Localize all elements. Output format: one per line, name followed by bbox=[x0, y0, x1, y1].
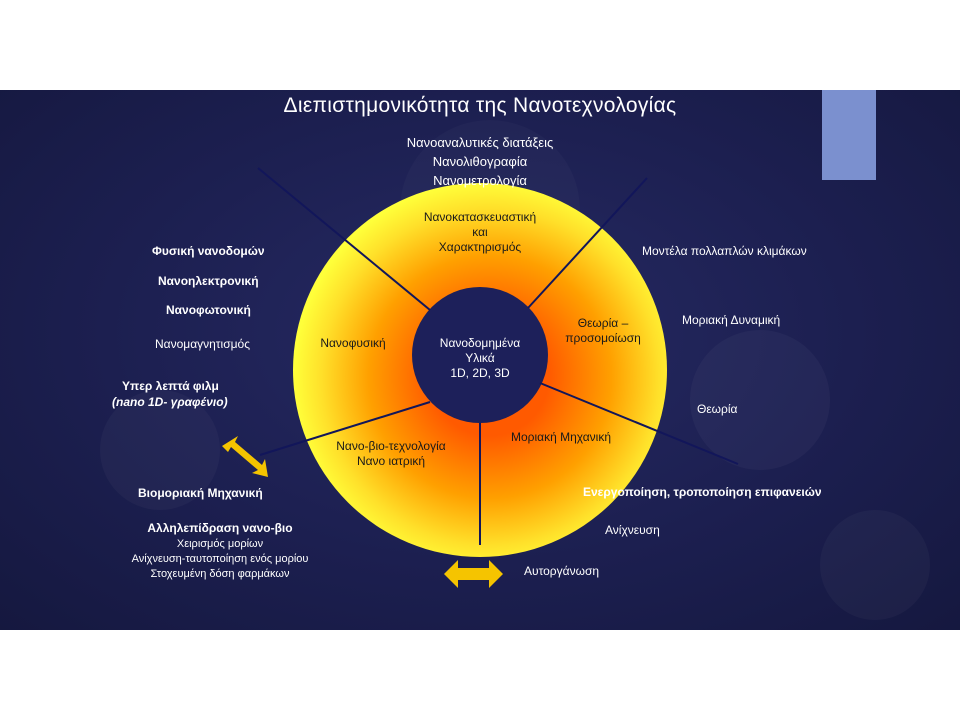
bottom-right-label: Ενεργοποίηση, τροποποίηση επιφανειών bbox=[583, 485, 822, 499]
diagonal-double-arrow bbox=[222, 436, 268, 477]
spoke-bottom-left bbox=[259, 401, 431, 456]
inner-circle bbox=[412, 287, 548, 423]
right-label: Θεωρία bbox=[697, 402, 738, 416]
ring-diagram bbox=[222, 167, 739, 588]
bottom-left-label: Χειρισμός μορίων bbox=[176, 538, 264, 550]
top-label: Νανολιθογραφία bbox=[432, 154, 528, 169]
left-label: Νανοφωτονική bbox=[166, 303, 251, 317]
bottom-left-label: Ανίχνευση-ταυτοποίηση ενός μορίου bbox=[131, 553, 309, 565]
left-label: Υπερ λεπτά φιλμ bbox=[122, 379, 219, 393]
right-label: Μοριακή Δυναμική bbox=[682, 313, 781, 327]
bottom-right-label: Αυτοργάνωση bbox=[524, 564, 600, 578]
bottom-right-label: Ανίχνευση bbox=[605, 523, 660, 537]
spoke-top-left bbox=[257, 167, 431, 311]
right-label: Μοντέλα πολλαπλών κλιμάκων bbox=[642, 244, 807, 258]
slide: Διεπιστημονικότητα της Νανοτεχνολογίας Ν… bbox=[0, 90, 960, 630]
left-label: (nano 1D- γραφένιο) bbox=[112, 395, 228, 409]
segment-bottom-right-label: Μοριακή Μηχανική bbox=[510, 430, 612, 444]
top-label: Νανομετρολογία bbox=[433, 173, 527, 188]
spoke-top-right bbox=[527, 177, 648, 309]
bottom-left-label: Βιομοριακή Μηχανική bbox=[138, 486, 263, 500]
left-label: Νανομαγνητισμός bbox=[155, 337, 250, 351]
left-label: Φυσική νανοδομών bbox=[152, 244, 265, 258]
horizontal-double-arrow bbox=[444, 560, 503, 588]
segment-right-label: Θεωρία –προσομοίωση bbox=[565, 316, 641, 345]
spoke-bottom-right bbox=[539, 382, 739, 465]
accent-bar bbox=[822, 90, 876, 180]
bottom-left-label: Αλληλεπίδραση νανο-βιο bbox=[147, 521, 293, 535]
slide-title: Διεπιστημονικότητα της Νανοτεχνολογίας bbox=[283, 94, 677, 117]
segment-left-label: Νανοφυσική bbox=[320, 336, 386, 350]
top-label: Νανοαναλυτικές διατάξεις bbox=[406, 135, 554, 150]
bottom-left-label: Στοχευμένη δόση φαρμάκων bbox=[150, 568, 290, 580]
left-label: Νανοηλεκτρονική bbox=[158, 274, 259, 288]
